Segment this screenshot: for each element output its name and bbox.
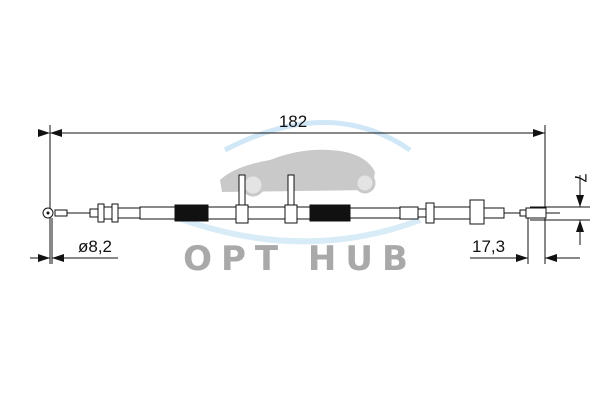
bracket-right	[284, 174, 298, 224]
dimension-end-length: 17,3	[470, 237, 580, 262]
bracket-left	[235, 174, 249, 224]
bellows-left	[174, 204, 209, 222]
watermark-text: OPT HUB	[183, 239, 417, 279]
bellows-right	[309, 204, 351, 222]
brake-cable	[42, 174, 560, 225]
swoosh-icon	[223, 120, 412, 153]
dimension-offset: 7	[530, 173, 590, 245]
dimension-7-label: 7	[571, 173, 590, 182]
end-sleeve	[525, 207, 547, 219]
hex-nut-right	[425, 202, 435, 224]
dimension-diameter-label: ø8,2	[78, 237, 112, 256]
watermark-logo: OPT HUB	[168, 120, 422, 279]
hex-nut-left	[97, 203, 105, 223]
swoosh-icon-lower	[168, 212, 422, 245]
dimension-diameter: ø8,2	[30, 237, 118, 262]
dimension-182-label: 182	[279, 112, 307, 131]
dimension-overall-length: 182	[38, 112, 545, 137]
dimension-17-3-label: 17,3	[472, 237, 505, 256]
car-icon	[220, 149, 376, 197]
